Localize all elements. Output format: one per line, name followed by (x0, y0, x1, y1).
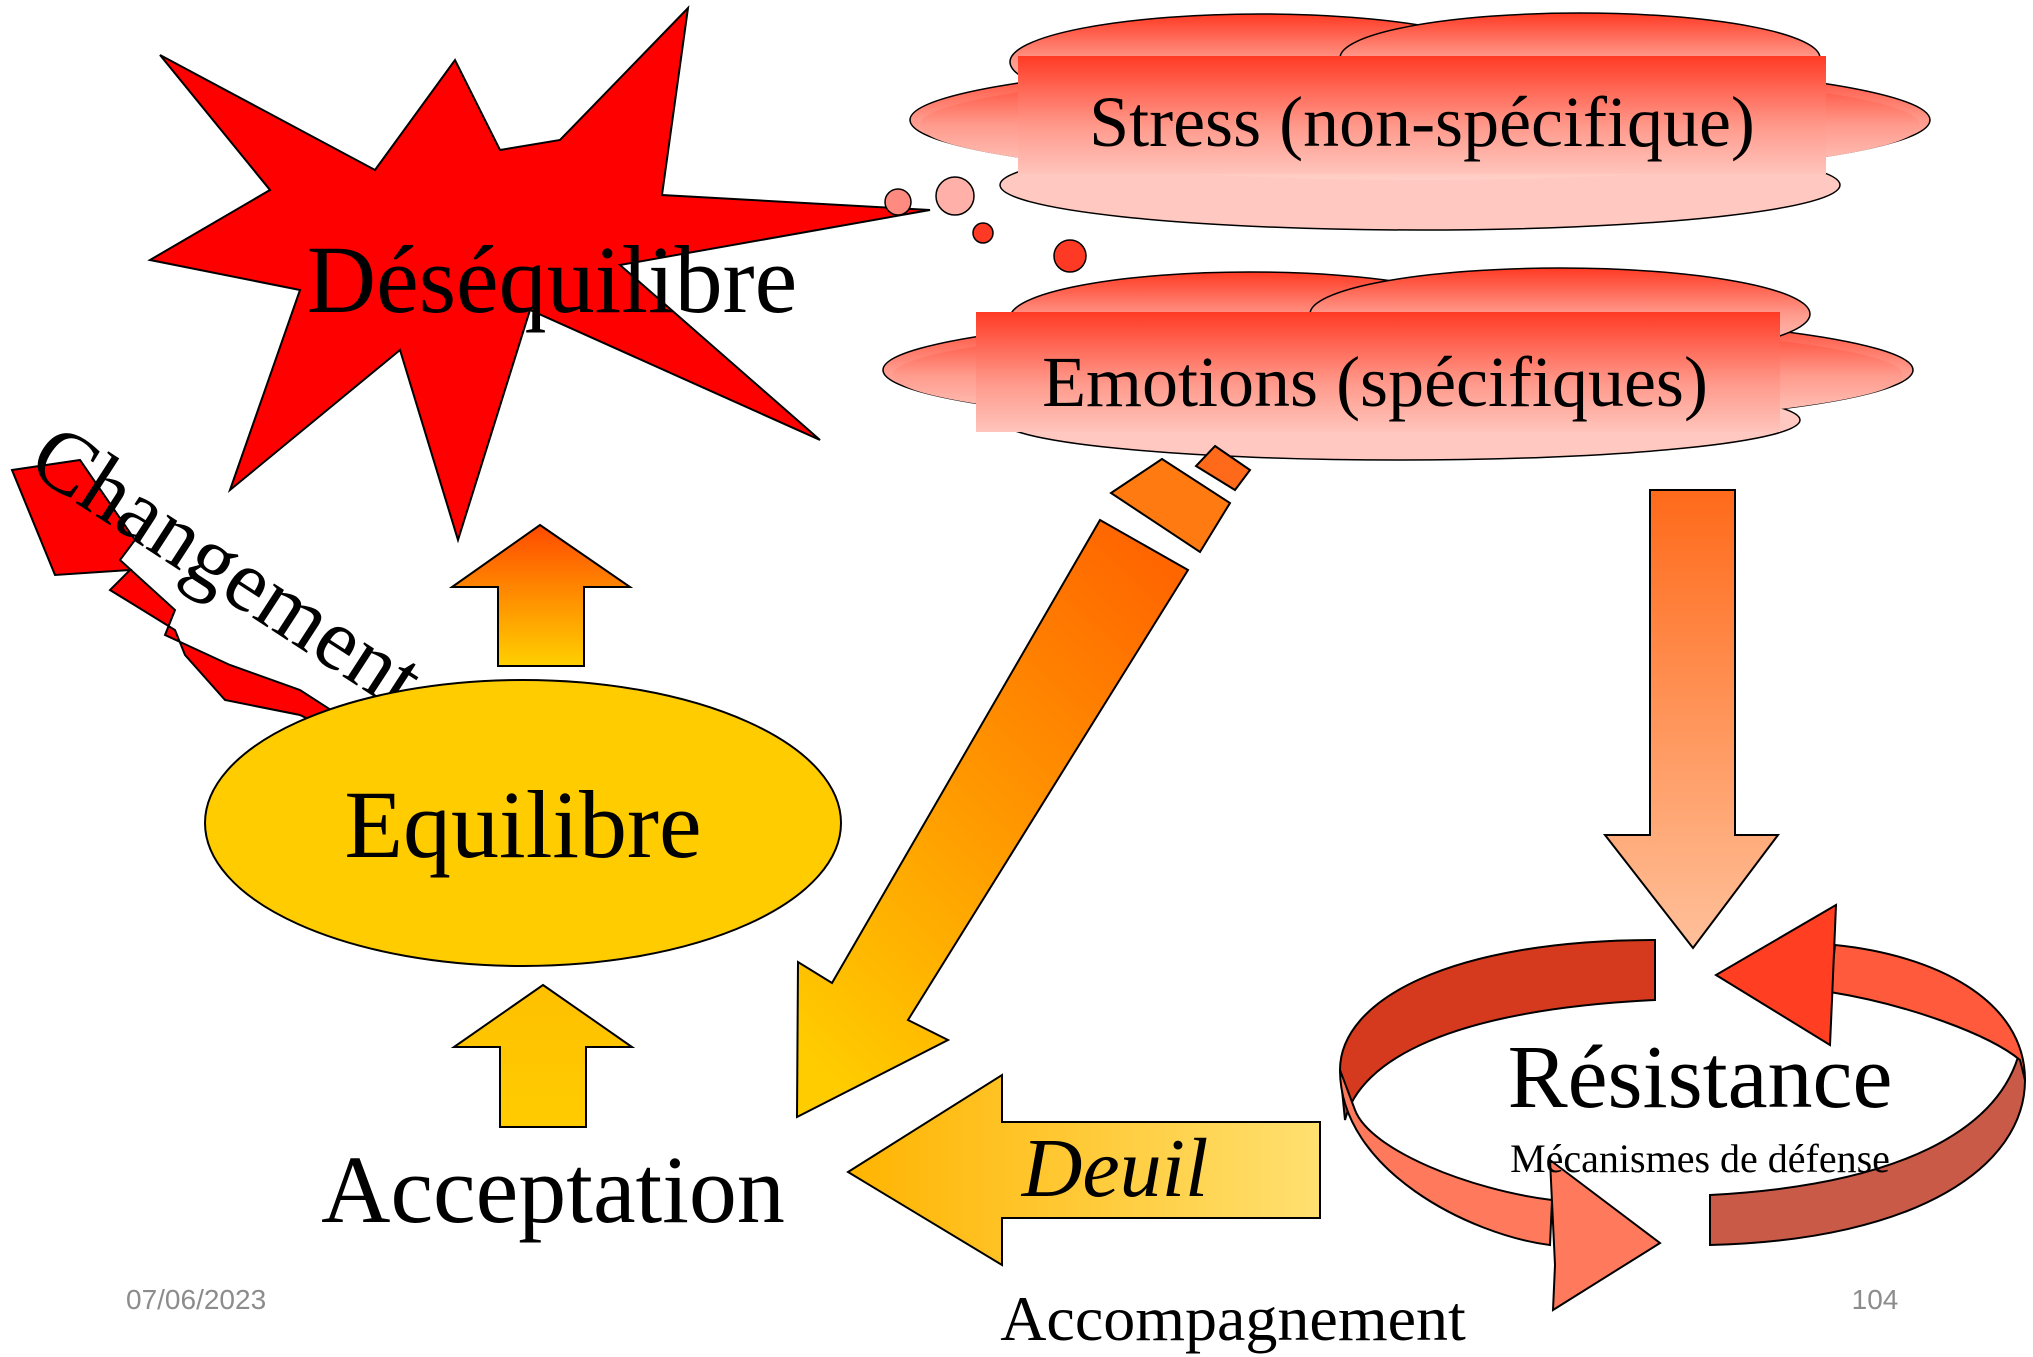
arrow-up-upper (448, 523, 634, 667)
resistance-cycle (1338, 903, 2027, 1312)
desequilibre-burst (147, 5, 931, 544)
arrow-deuil (846, 1073, 1321, 1267)
equilibre-label: Equilibre (344, 771, 701, 878)
arrow-down (1602, 489, 1781, 950)
emotions-label: Emotions (spécifiques) (1042, 342, 1708, 422)
desequilibre-label: Déséquilibre (307, 226, 798, 333)
acceptation-label: Acceptation (321, 1136, 785, 1243)
emotions-cloud (882, 267, 1914, 461)
mecanismes-label: Mécanismes de défense (1510, 1136, 1890, 1181)
stress-cloud (909, 12, 1931, 231)
resistance-label: Résistance (1508, 1028, 1893, 1127)
footer-page-number: 104 (1852, 1284, 1899, 1315)
footer-date: 07/06/2023 (126, 1284, 266, 1315)
thought-bubbles (884, 176, 1087, 273)
accompagnement-label: Accompagnement (1000, 1283, 1466, 1354)
stress-label: Stress (non-spécifique) (1089, 82, 1755, 162)
arrow-up-lower (450, 983, 636, 1128)
equilibre-ellipse (204, 679, 842, 967)
arrow-diagonal (795, 444, 1252, 1119)
deuil-label: Deuil (1021, 1122, 1209, 1215)
